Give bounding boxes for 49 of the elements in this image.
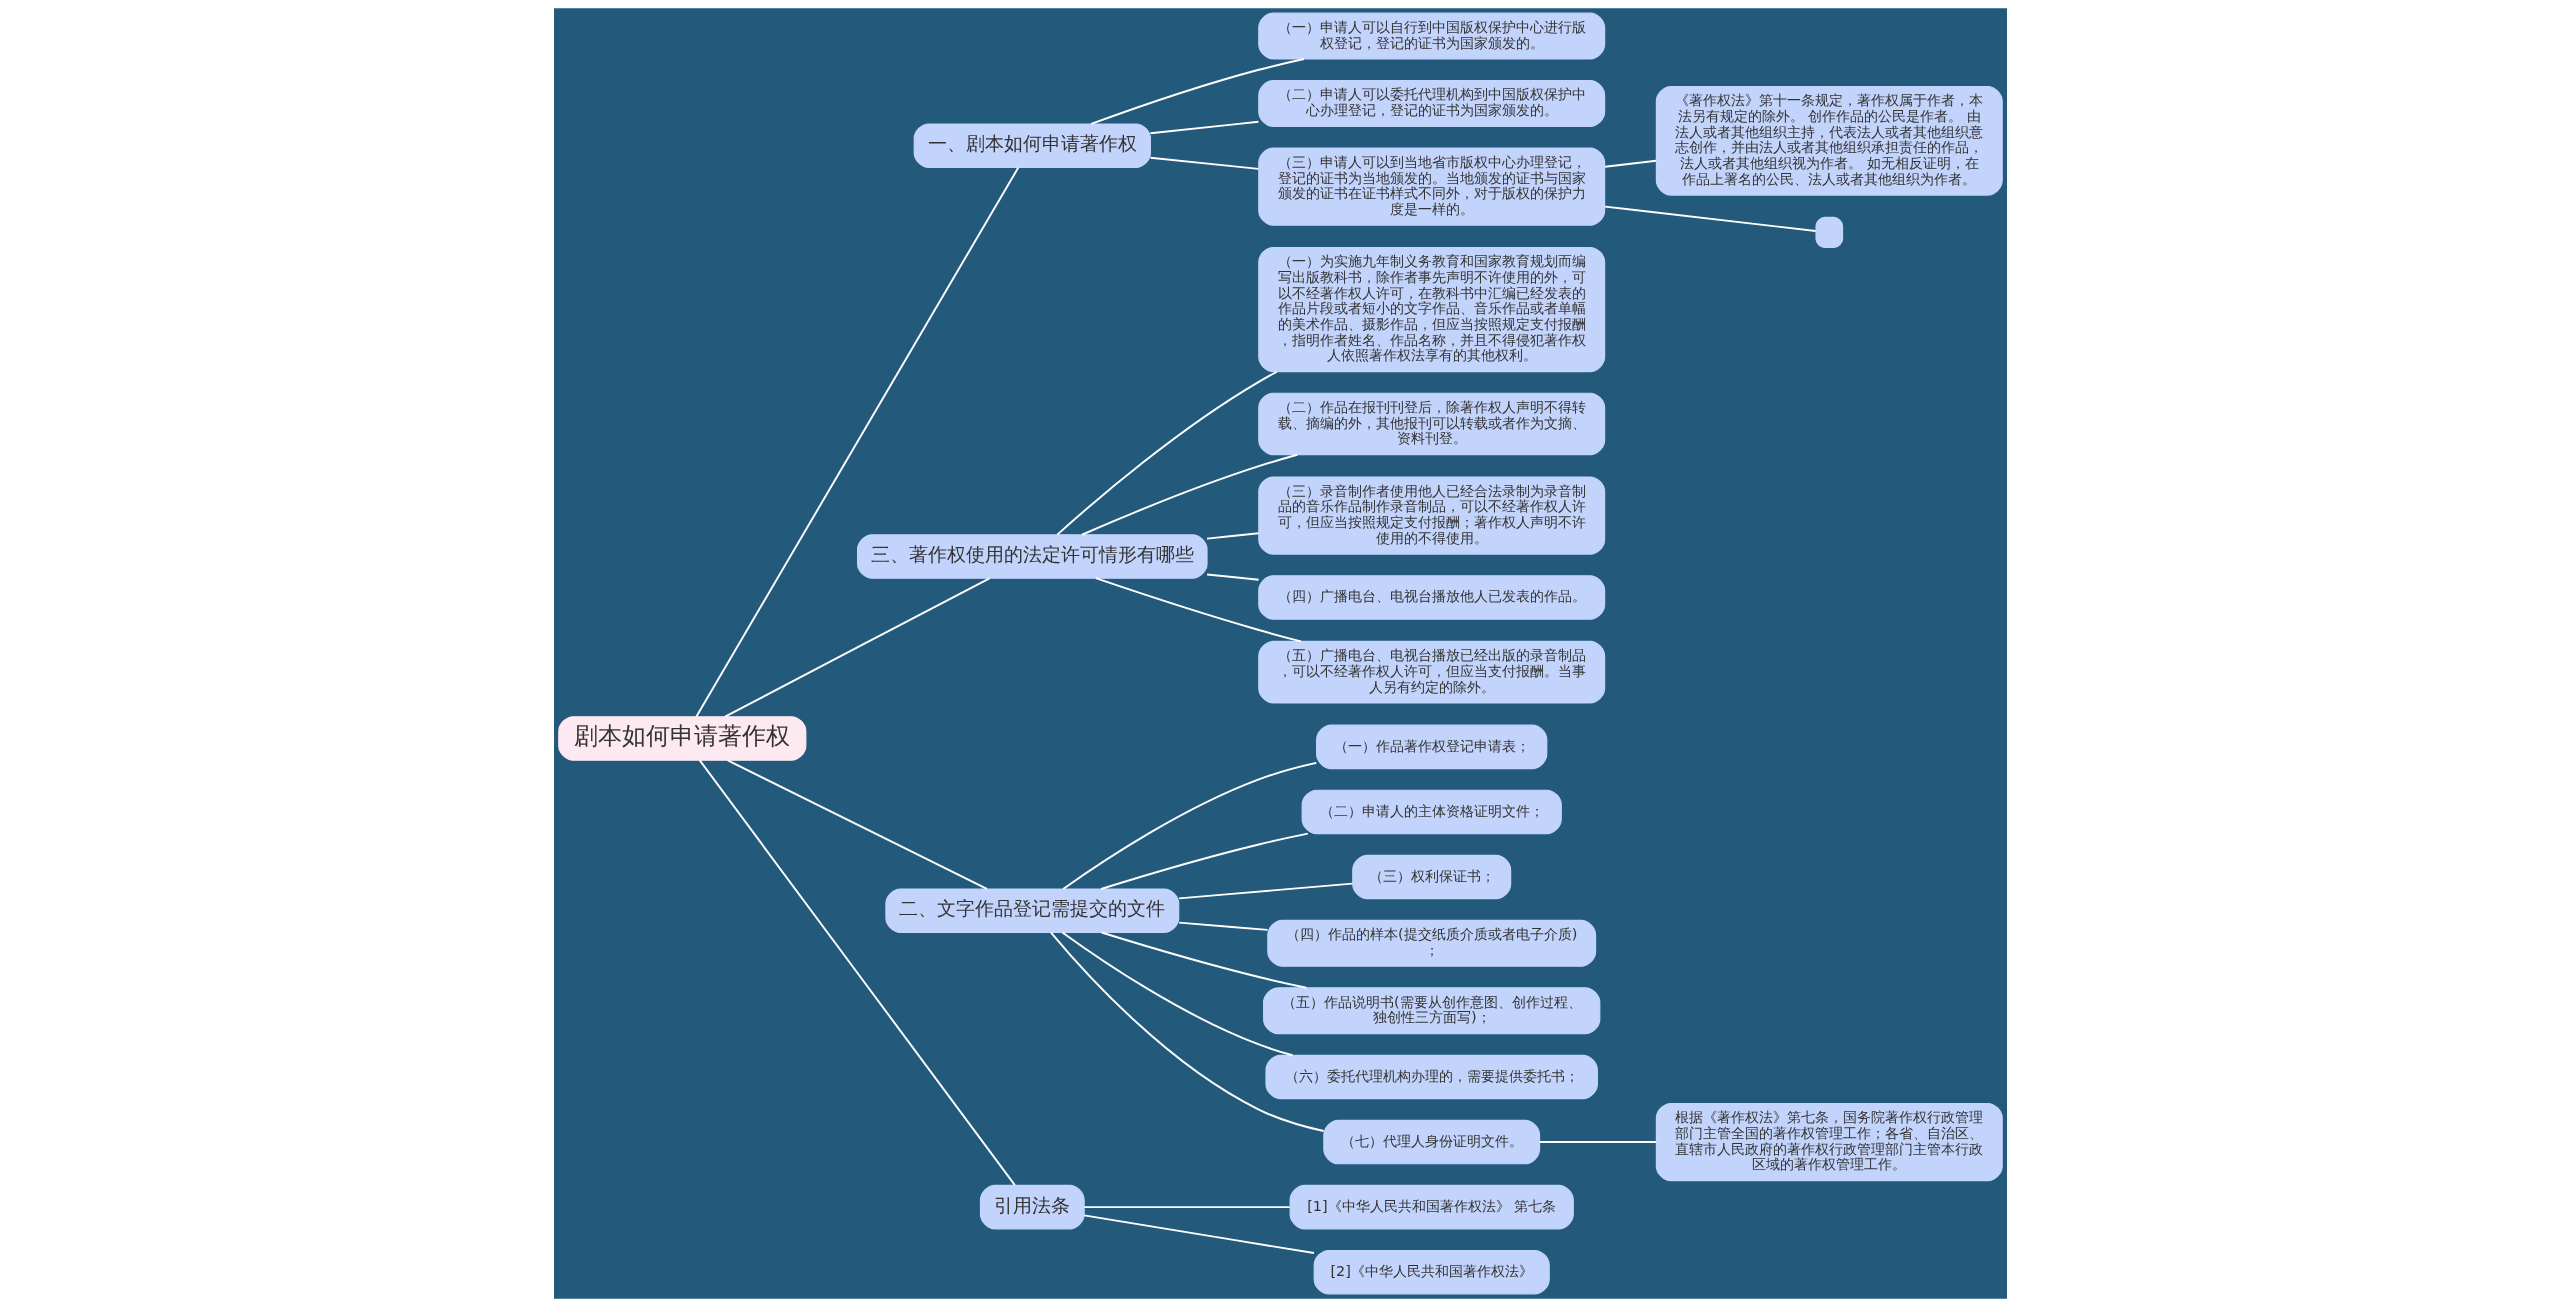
connector (1603, 159, 1657, 168)
node-box: （二）申请人的主体资格证明文件； (1301, 789, 1562, 835)
node-box: 一、剧本如何申请著作权 (913, 123, 1151, 168)
connector (1055, 370, 1278, 536)
connector (1049, 931, 1325, 1132)
node-box: （二）申请人可以委托代理机构到中国版权保护中心办理登记，登记的证书为国家颁发的。 (1257, 80, 1605, 127)
connector (1177, 882, 1353, 900)
connector (726, 759, 988, 890)
connector (1205, 573, 1260, 581)
connector (1603, 205, 1817, 232)
node-box: 剧本如何申请著作权 (557, 716, 806, 761)
connector (1080, 453, 1298, 536)
connector (1094, 577, 1302, 643)
node-box (1814, 216, 1843, 249)
node-box: （五）作品说明书(需要从创作意图、创作过程、独创性三方面写)； (1262, 987, 1600, 1035)
node-box: 二、文字作品登记需提交的文件 (884, 888, 1179, 933)
connector (1082, 1214, 1315, 1255)
node-box: （一）为实施九年制义务教育和国家教育规划而编写出版教科书，除作者事先声明不许使用的外，可以不经著作权人许可，在教科书中汇编已经发表的作品片段或者短小的文字作品、音乐作品或者单幅的美术作品、摄影作品，但应当按照规定支付报酬，指明作者姓名、作品名称，并且不得侵犯著作权人依照著作权法享有的其他权利。 (1257, 246, 1605, 373)
node-box: （七）代理人身份证明文件。 (1322, 1119, 1540, 1165)
node-box: （一）申请人可以自行到中国版权保护中心进行版权登记，登记的证书为国家颁发的。 (1257, 12, 1605, 60)
connector (1061, 761, 1317, 890)
connector (1205, 532, 1260, 540)
connector (1538, 1141, 1657, 1143)
connector (723, 577, 990, 718)
connector (1100, 931, 1307, 989)
node-box: （三）申请人可以到当地省市版权中心办理登记，登记的证书为当地颁发的。当地颁发的证书与国家颁发的证书在证书样式不同外，对于版权的保护力度是一样的。 (1257, 147, 1605, 226)
node-box: （六）委托代理机构办理的，需要提供委托书； (1264, 1054, 1598, 1100)
node-box: 引用法条 (979, 1184, 1085, 1230)
node-box: （二）作品在报刊刊登后，除著作权人声明不得转载、摘编的外，其他报刊可以转载或者作为文摘、资料刊登。 (1257, 392, 1605, 456)
node-box: [2]《中华人民共和国著作权法》 (1313, 1249, 1550, 1295)
connector (698, 759, 1016, 1187)
node-box: （四）作品的样本(提交纸质介质或者电子介质)； (1266, 919, 1596, 967)
connector (1089, 57, 1305, 125)
node-box: （五）广播电台、电视台播放已经出版的录音制品，可以不经著作权人许可，但应当支付报酬。当事人另有约定的除外。 (1257, 640, 1605, 704)
node-box: 《著作权法》第十一条规定，著作权属于作者，本法另有规定的除外。 创作作品的公民是作者。 由法人或者其他组织主持，代表法人或者其他组织意志创作，并由法人或者其他组织承担责任的作品，法人或者其他组织视为作者。 如无相反证明，在作品上署名的公民、法人或者其他组织为作者。 (1655, 86, 2003, 196)
connector (1060, 931, 1293, 1057)
node-box: （三）录音制作者使用他人已经合法录制为录音制品的音乐作品制作录音制品，可以不经著作权人许可，但应当按照规定支付报酬；著作权人声明不许使用的不得使用。 (1257, 476, 1605, 555)
node-box: 三、著作权使用的法定许可情形有哪些 (856, 534, 1208, 579)
connector (694, 166, 1019, 718)
connector (1149, 120, 1259, 135)
node-box: 根据《著作权法》第七条，国务院著作权行政管理部门主管全国的著作权管理工作；各省、自治区、直辖市人民政府的著作权行政管理部门主管本行政区域的著作权管理工作。 (1655, 1102, 2003, 1182)
node-box: （四）广播电台、电视台播放他人已发表的作品。 (1257, 575, 1605, 620)
connector (1082, 1206, 1291, 1209)
node-box: （一）作品著作权登记申请表； (1315, 724, 1547, 770)
connector (1099, 832, 1309, 890)
connector (1177, 921, 1268, 931)
connector (1149, 156, 1259, 170)
node-box: [1]《中华人民共和国著作权法》 第七条 (1289, 1184, 1574, 1230)
node-box: （三）权利保证书； (1351, 854, 1511, 900)
